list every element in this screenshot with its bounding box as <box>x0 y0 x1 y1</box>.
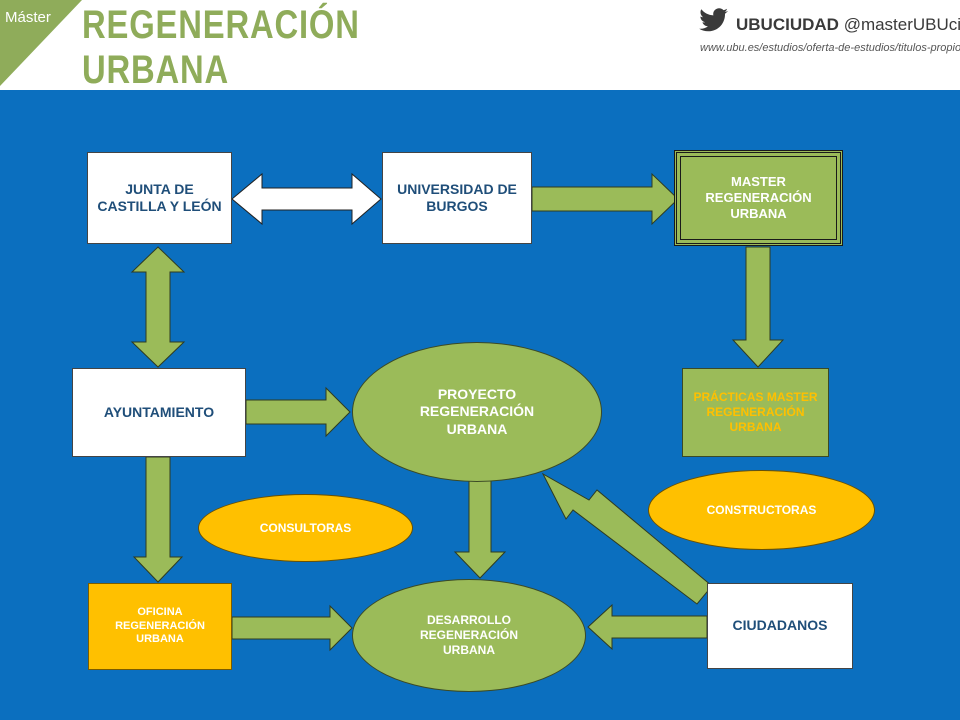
master-badge-label: Máster <box>5 9 51 26</box>
arrow-master-practicas <box>731 246 785 368</box>
node-proyecto: PROYECTO REGENERACIÓN URBANA <box>352 342 602 482</box>
node-constructoras: CONSTRUCTORAS <box>648 470 875 550</box>
node-oficina: OFICINA REGENERACIÓN URBANA <box>88 583 232 670</box>
node-consultoras: CONSULTORAS <box>198 494 413 562</box>
node-ayuntamiento: AYUNTAMIENTO <box>72 368 246 457</box>
arrow-oficina-desarrollo <box>231 604 353 652</box>
twitter-handle[interactable]: UBUCIUDAD @masterUBUciudad <box>736 16 960 33</box>
twitter-bird-icon <box>699 8 728 32</box>
arrow-ciudadanos-proyecto <box>541 472 713 605</box>
arrow-proyecto-desarrollo <box>453 480 507 579</box>
node-master-label: MASTER REGENERACIÓN URBANA <box>705 173 812 222</box>
node-constructoras-label: CONSTRUCTORAS <box>706 502 817 517</box>
node-junta: JUNTA DE CASTILLA Y LEÓN <box>87 152 232 244</box>
arrow-ciudadanos-desarrollo <box>587 603 708 651</box>
page-title-line1: REGENERACIÓN <box>82 3 360 47</box>
arrow-universidad-master <box>531 172 679 226</box>
node-desarrollo: DESARROLLO REGENERACIÓN URBANA <box>352 579 586 692</box>
node-desarrollo-label: DESARROLLO REGENERACIÓN URBANA <box>419 613 518 657</box>
master-badge <box>0 0 82 86</box>
node-ciudadanos: CIUDADANOS <box>707 583 853 669</box>
node-master: MASTER REGENERACIÓN URBANA <box>680 156 837 240</box>
node-practicas: PRÁCTICAS MASTER REGENERACIÓN URBANA <box>682 368 829 457</box>
handle-name: UBUCIUDAD <box>736 15 839 34</box>
node-ciudadanos-label: CIUDADANOS <box>732 617 828 634</box>
arrow-junta-universidad <box>231 172 382 226</box>
node-consultoras-label: CONSULTORAS <box>259 520 352 535</box>
node-universidad: UNIVERSIDAD DE BURGOS <box>382 152 532 244</box>
arrow-ayuntamiento-oficina <box>132 456 184 583</box>
arrow-ayuntamiento-proyecto <box>245 386 351 438</box>
node-junta-label: JUNTA DE CASTILLA Y LEÓN <box>97 180 222 215</box>
page-title-line2: URBANA <box>82 48 230 92</box>
arrow-junta-ayuntamiento <box>130 246 186 368</box>
node-universidad-label: UNIVERSIDAD DE BURGOS <box>397 180 517 215</box>
node-practicas-label: PRÁCTICAS MASTER REGENERACIÓN URBANA <box>693 390 818 434</box>
handle-user: @masterUBUciudad <box>843 15 960 34</box>
header: Máster REGENERACIÓN URBANA UBUCIUDAD @ma… <box>0 0 960 90</box>
node-oficina-label: OFICINA REGENERACIÓN URBANA <box>115 605 205 646</box>
node-proyecto-label: PROYECTO REGENERACIÓN URBANA <box>419 385 535 437</box>
node-ayuntamiento-label: AYUNTAMIENTO <box>103 403 215 420</box>
website-url[interactable]: www.ubu.es/estudios/oferta-de-estudios/t… <box>700 42 960 54</box>
